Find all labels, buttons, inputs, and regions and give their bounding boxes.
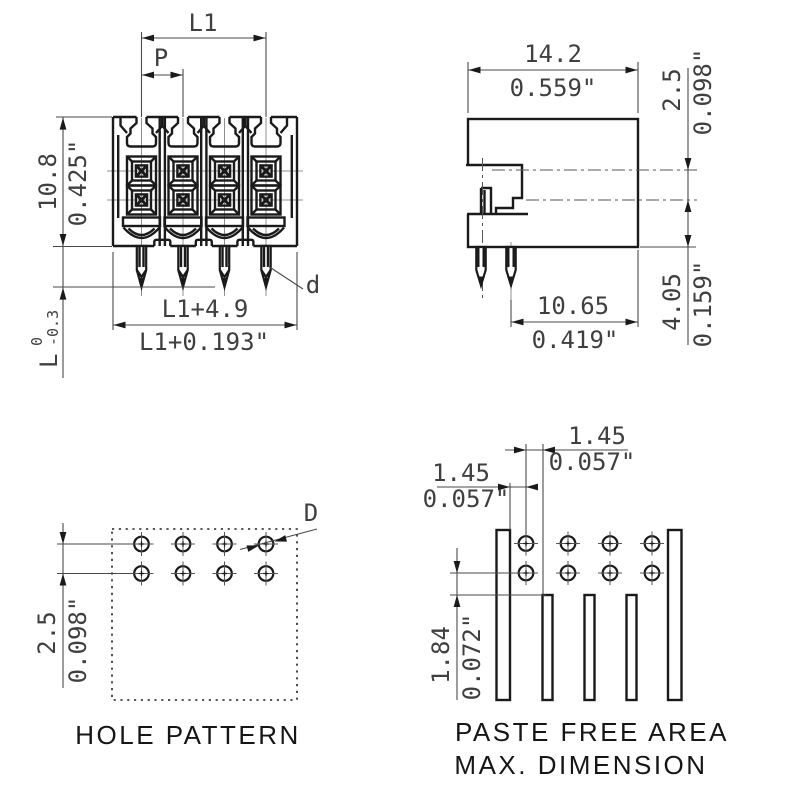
dim-sv-width-mm: 14.2 (524, 40, 582, 68)
pin-centerlines (141, 118, 267, 246)
dim-pf-vert-in: 0.072" (458, 614, 486, 701)
paste-holes (512, 530, 666, 587)
solder-pin (177, 244, 189, 289)
dim-pin-length: L 0 -0.3 (28, 310, 63, 368)
svg-text:0: 0 (28, 337, 46, 346)
holes (128, 530, 280, 587)
paste-bars (495, 528, 683, 702)
dim-pf-top-in: 0.057" (549, 448, 636, 476)
dim-height-in: 0.425" (64, 140, 92, 227)
dim-depth-in: 0.419" (532, 326, 619, 354)
cavity-profile (466, 163, 528, 216)
hole-pattern-view: 2.5 0.098" D HOLE PATTERN (33, 499, 318, 750)
side-pins (475, 245, 517, 290)
dim-row-base-mm: 4.05 (658, 273, 686, 331)
cell-divider-walls (117, 118, 293, 246)
paste-free-area-title-line1: PASTE FREE AREA (455, 717, 729, 747)
paste-free-area-title-line2: MAX. DIMENSION (454, 750, 707, 780)
dim-row-pitch-in: 0.098" (689, 49, 717, 136)
solder-pin (135, 244, 148, 289)
dim-hp-pitch-in: 0.098" (64, 597, 92, 684)
dim-row-pitch-mm: 2.5 (658, 68, 686, 111)
dim-depth-mm: 10.65 (537, 292, 609, 320)
svg-text:L: L (35, 354, 63, 368)
dim-pitch: P (154, 44, 168, 72)
dim-height-mm: 10.8 (34, 153, 62, 211)
dim-width-in: L1+0.193" (139, 328, 269, 356)
side-view: 14.2 0.559" 2.5 0.098" 4.05 0.159" 10.65… (465, 40, 717, 354)
hole-diameter-label: D (304, 499, 318, 527)
solder-pin (218, 244, 231, 289)
pin-diameter-label: d (306, 271, 320, 299)
dim-width-mm: L1+4.9 (162, 295, 249, 323)
dim-hp-pitch-mm: 2.5 (33, 611, 61, 654)
dim-l1: L1 (189, 9, 218, 37)
dim-pf-left-in: 0.057" (423, 485, 510, 513)
dim-pf-left-mm: 1.45 (432, 459, 490, 487)
dim-pf-vert-mm: 1.84 (427, 626, 455, 684)
hole-pattern-title: HOLE PATTERN (75, 720, 301, 750)
dim-row-base-in: 0.159" (689, 261, 717, 348)
dim-sv-width-in: 0.559" (510, 74, 597, 102)
svg-text:-0.3: -0.3 (44, 310, 62, 346)
front-view: L1 P 10.8 0.425" L 0 -0.3 L1+4.9 L1+0.19… (28, 9, 320, 378)
side-centerlines (482, 158, 697, 300)
pcb-outline-dotted (111, 528, 298, 701)
paste-free-area-view: 1.45 0.057" 1.45 0.057" 1.84 0.072" PAST… (423, 422, 729, 780)
dim-pf-top-mm: 1.45 (568, 422, 626, 450)
